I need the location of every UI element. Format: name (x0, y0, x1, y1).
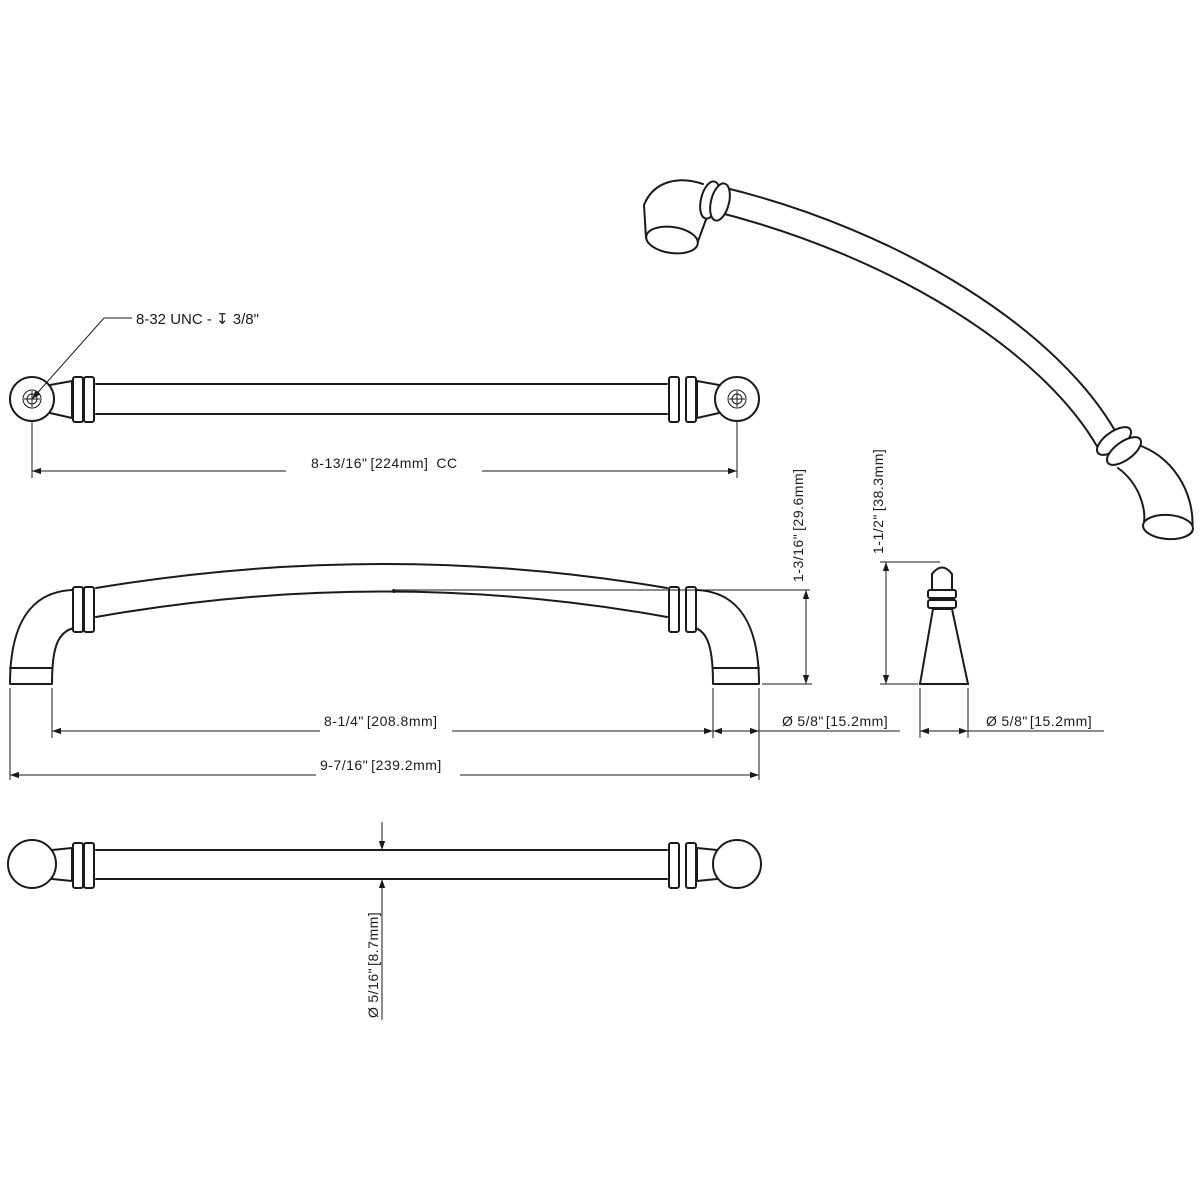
thread-hole-left (22, 389, 42, 409)
isometric-view (643, 179, 1194, 541)
inner-span-label: 8-1/4"[208.8mm] (324, 713, 438, 729)
bar-diameter-label: Ø5/16"[8.7mm] (365, 912, 381, 1018)
cc-dimension-label: 8-13/16"[224mm]CC (311, 455, 458, 471)
thread-hole-right (727, 389, 747, 409)
arch-height-label: 1-3/16"[29.6mm] (790, 468, 806, 582)
thread-leader (31, 317, 132, 400)
overall-length-label: 9-7/16"[239.2mm] (320, 757, 442, 773)
top-view: 8-32 UNC - ↧ 3/8" 8-13/16"[224mm]CC (9, 311, 760, 478)
thread-callout: 8-32 UNC - ↧ 3/8" (136, 311, 259, 328)
projection-label: 1-1/2"[38.3mm] (870, 449, 886, 554)
bottom-view: Ø5/16"[8.7mm] (7, 822, 762, 1020)
